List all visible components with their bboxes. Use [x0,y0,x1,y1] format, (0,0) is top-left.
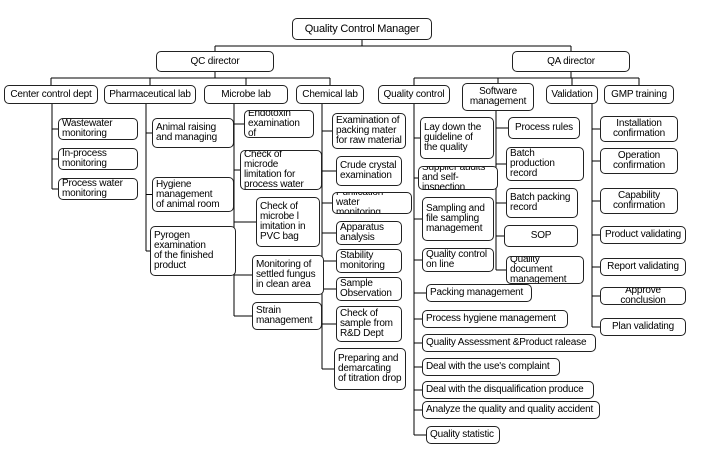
task-installation-confirmation: Installation confirmation [600,116,678,142]
task-check-of-sample-from-r-d-dept: Check of sample from R&D Dept [336,306,402,342]
task-process-rules: Process rules [508,117,580,139]
task-monitoring-of-settled-fungus-in-clean-area: Monitoring of settled fungus in clean ar… [252,255,324,295]
task-process-hygiene-management: Process hygiene management [422,310,568,328]
task-plan-validating: Plan validating [600,318,686,336]
task-stability-monitoring: Stability monitoring [336,249,402,273]
dept-microbe-lab: Microbe lab [204,85,288,104]
task-deal-with-the-disqualification-produce: Deal with the disqualification produce [422,381,594,399]
task-animal-raising-and-managing: Animal raising and managing [152,118,234,148]
task-analyze-the-quality-and-quality-accident: Analyze the quality and quality accident [422,401,600,419]
task-sample-observation: Sample Observation [336,277,402,301]
task-endotoxin-examination-of: Endotoxin examination of [244,110,314,138]
task-pyrogen-examination-of-the-finished-product: Pyrogen examination of the finished prod… [150,226,236,276]
dept-gmp-training: GMP training [604,85,674,104]
task-strain-management: Strain management [252,302,322,330]
task-capability-confirmation: Capability confirmation [600,188,678,214]
task-supplier-audits-and-self-inspection: Supplier audits and self-inspection [418,166,498,190]
task-report-validating: Report validating [600,258,686,276]
task-examination-of-packing-mater-for-raw-material: Examination of packing mater for raw mat… [332,113,406,149]
task-check-of-microbe-l-imitation-in-pvc-bag: Check of microbe l imitation in PVC bag [256,197,320,247]
dept-validation: Validation [546,85,598,104]
task-sampling-and-file-sampling-management: Sampling and file sampling management [422,197,494,241]
task-in-process-monitoring: In-process monitoring [58,148,138,170]
task-wastewater-monitoring: Wastewater monitoring [58,118,138,140]
task-quality-document-management: Quality document management [506,256,584,284]
task-lay-down-the-guideline-of-the-quality: Lay down the guideline of the quality [420,117,494,159]
task-crude-crystal-examination: Crude crystal examination [336,156,402,186]
task-batch-packing-record: Batch packing record [506,188,578,218]
qa-director-box: QA director [512,51,630,72]
task-process-water-monitoring: Process water monitoring [58,178,138,200]
dept-quality-control: Quality control [378,85,450,104]
task-quality-statistic: Quality statistic [426,426,500,444]
task-check-of-microde-limitation-for-process-water: Check of microde limitation for process … [240,150,322,190]
root-box: Quality Control Manager [292,18,432,40]
task-quality-assessment-product-ralease: Quality Assessment &Product ralease [422,334,596,352]
task-operation-confirmation: Operation confirmation [600,148,678,174]
dept-center-control: Center control dept [4,85,98,104]
task-preparing-and-demarcating-of-titration-drop: Preparing and demarcating of titration d… [334,348,406,390]
task-batch-production-record: Batch production record [506,147,584,181]
task-hygiene-management-of-animal-room: Hygiene management of animal room [152,177,234,212]
task-apparatus-analysis: Apparatus analysis [336,221,402,245]
task-approve-conclusion: Approve conclusion [600,287,686,305]
dept-chemical-lab: Chemical lab [296,85,364,104]
task-packing-management: Packing management [426,284,532,302]
task-quality-control-on-line: Quality control on line [422,248,494,272]
task-sop: SOP [504,225,578,247]
task-product-validating: Product validating [600,226,686,244]
task-deal-with-the-use-s-complaint: Deal with the use's complaint [422,358,560,376]
connector-lines [50,40,640,436]
qc-director-box: QC director [156,51,274,72]
task-purification-water-monitoring: Purification water monitoring [332,192,412,214]
dept-software-management: Software management [462,83,534,111]
dept-pharmaceutical-lab: Pharmaceutical lab [104,85,196,104]
